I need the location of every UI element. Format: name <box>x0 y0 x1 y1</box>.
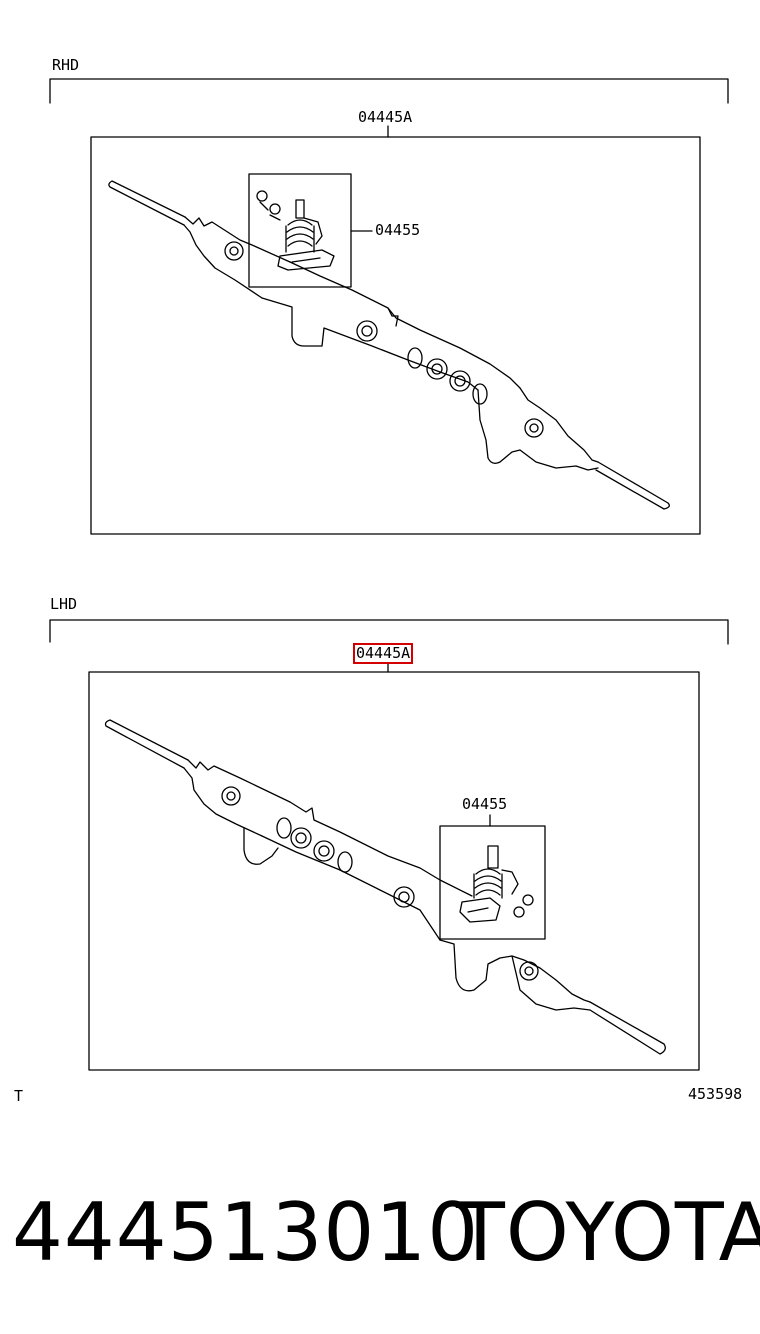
brand-name: TOYOTA <box>456 1186 760 1279</box>
lhd-frame <box>88 671 700 1071</box>
rhd-subassembly-inset <box>248 173 373 288</box>
rhd-frame <box>90 136 701 535</box>
lhd-subassembly-inset <box>439 814 546 940</box>
lhd-section-bracket <box>49 619 729 673</box>
rhd-steering-rack-drawing <box>108 180 670 510</box>
rhd-section-bracket <box>49 78 729 138</box>
rhd-section-label: RHD <box>52 56 80 74</box>
lhd-section-label: LHD <box>50 595 78 613</box>
footer-left-mark: T <box>14 1087 24 1105</box>
lhd-assembly-code[interactable]: 04445A <box>352 643 414 664</box>
lhd-subassembly-code[interactable]: 04455 <box>462 795 508 813</box>
rhd-assembly-code[interactable]: 04445A <box>358 108 413 126</box>
part-number: 444513010 <box>12 1186 480 1279</box>
diagram-number: 453598 <box>688 1085 743 1103</box>
rhd-subassembly-code[interactable]: 04455 <box>375 221 421 239</box>
lhd-steering-rack-drawing <box>104 719 666 1055</box>
